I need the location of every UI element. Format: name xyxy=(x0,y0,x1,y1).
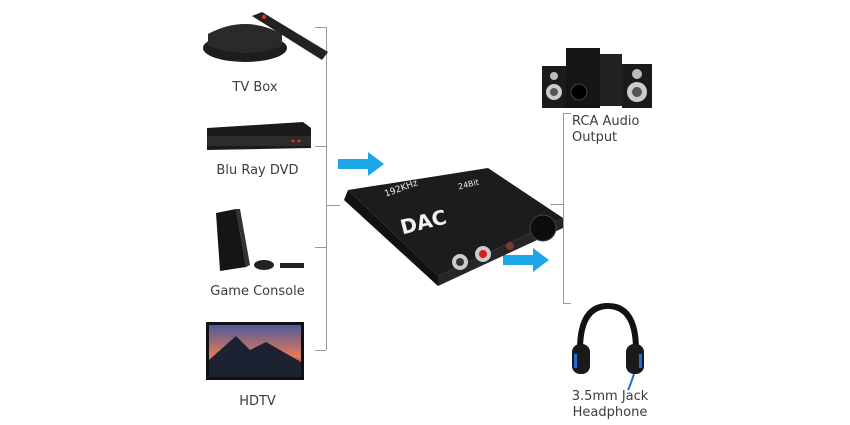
input-label-game-console: Game Console xyxy=(210,284,305,299)
input-label-tv-box: TV Box xyxy=(232,80,278,95)
input-arrow-icon xyxy=(338,152,384,176)
output-arrow-icon xyxy=(503,248,549,272)
output-label-rca-line1: RCA Audio xyxy=(572,114,640,129)
bluray-player-icon xyxy=(207,122,311,150)
output-label-headphone-line2: Headphone xyxy=(572,405,648,420)
tv-box-icon xyxy=(203,12,328,62)
input-label-hdtv: HDTV xyxy=(239,394,276,409)
output-label-rca-line2: Output xyxy=(572,130,618,145)
game-console-icon xyxy=(216,209,304,271)
speakers-icon xyxy=(542,48,652,108)
output-label-headphone: 3.5mm Jack Headphone xyxy=(555,389,665,421)
input-label-blu-ray-dvd: Blu Ray DVD xyxy=(216,163,299,178)
output-label-headphone-line1: 3.5mm Jack xyxy=(571,389,649,404)
headphone-icon xyxy=(572,302,644,391)
output-label-rca: RCA Audio Output xyxy=(572,114,639,146)
hdtv-icon xyxy=(206,322,304,380)
